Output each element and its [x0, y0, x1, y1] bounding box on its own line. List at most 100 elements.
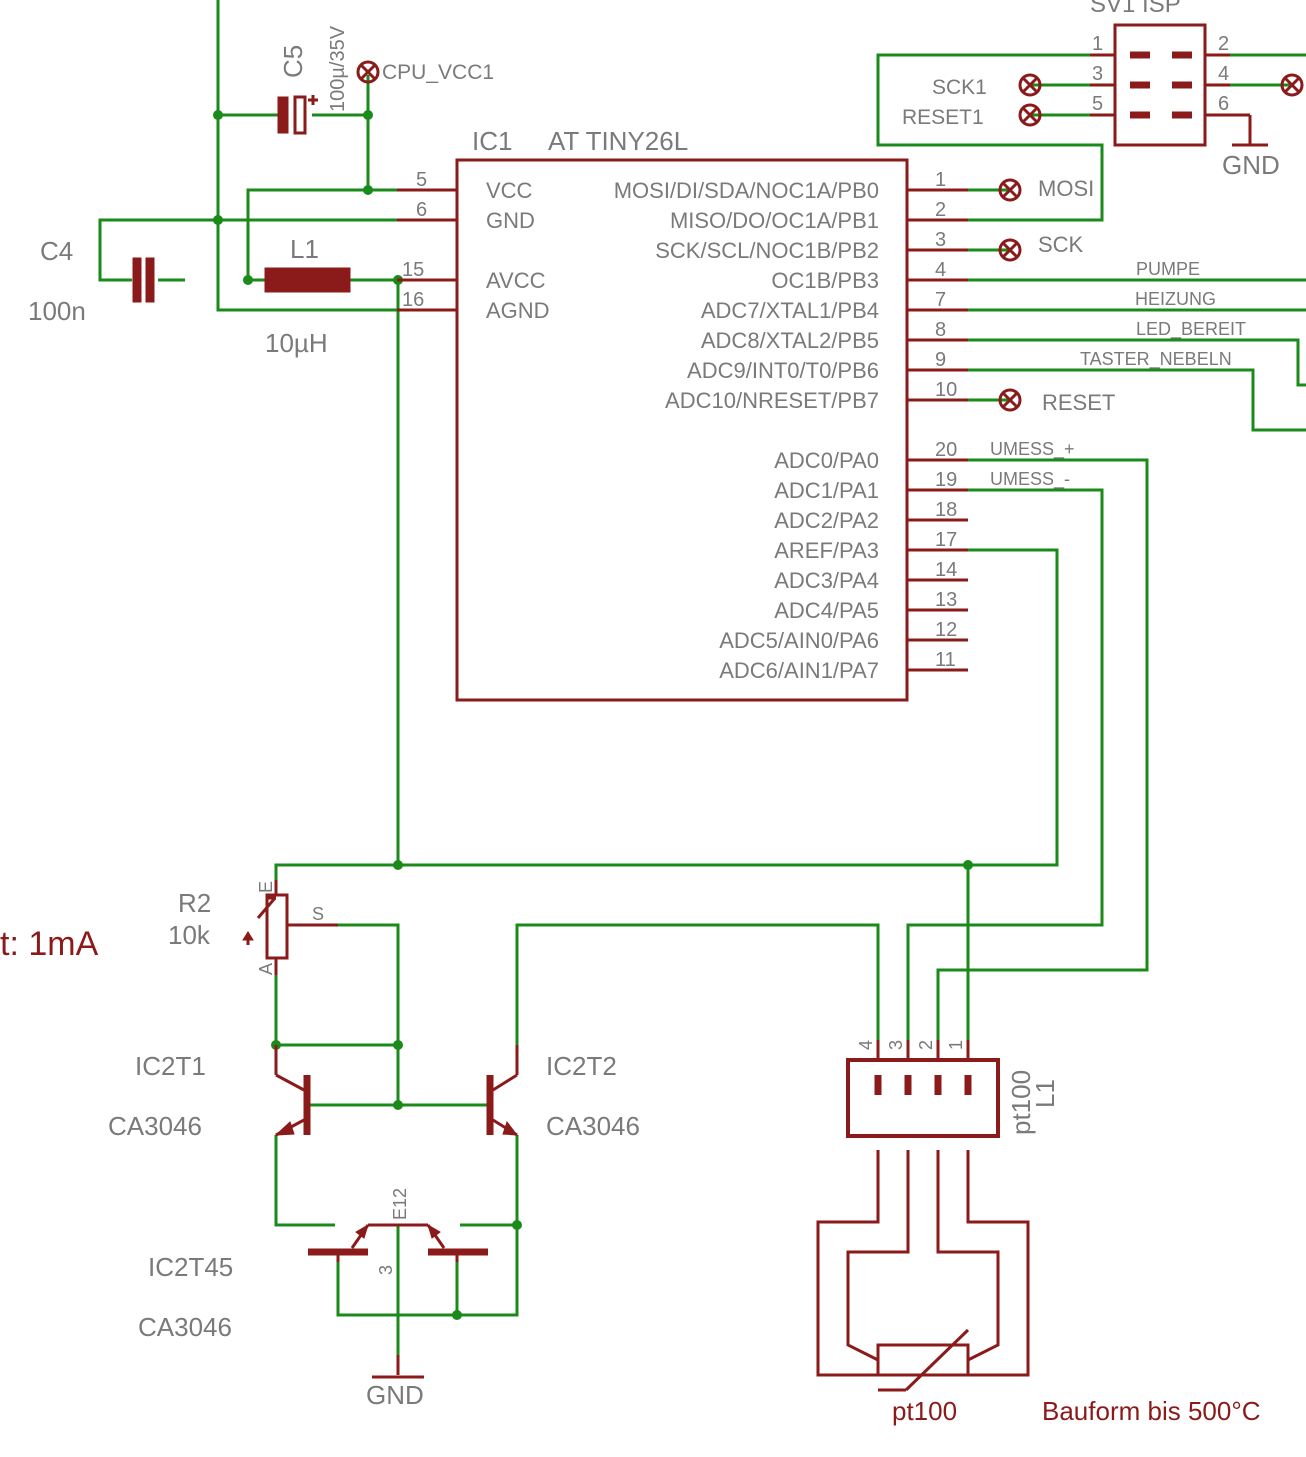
ic1-pin-number: 16: [402, 289, 424, 311]
net-taster-nebeln: TASTER_NEBELN: [1080, 349, 1232, 370]
ic1-pin-label: ADC9/INT0/T0/PB6: [687, 358, 879, 383]
net-heizung: HEIZUNG: [1135, 289, 1216, 309]
c4-name: C4: [40, 236, 73, 266]
ic1-pin-label: ADC5/AIN0/PA6: [719, 628, 879, 653]
isp-pin-3: 3: [1092, 63, 1103, 85]
isp-gnd-label: GND: [1222, 150, 1280, 180]
junctions: [213, 110, 973, 1320]
c5-name: C5: [278, 45, 308, 78]
pt100-conn-value: pt100: [1006, 1070, 1036, 1135]
ic1-pin-number: 20: [935, 439, 957, 461]
t45-pin-3: 3: [376, 1265, 396, 1275]
reset-label: RESET: [1042, 390, 1115, 415]
wires: [98, 0, 1306, 1375]
ic1-pin-label: AVCC: [486, 268, 546, 293]
ic1-pin-number: 3: [935, 229, 946, 251]
testpoint-cross: [1283, 76, 1301, 94]
isp-pin-4: 4: [1218, 63, 1229, 85]
ic1-pin-number: 4: [935, 259, 946, 281]
ic1-pin-number: 13: [935, 589, 957, 611]
isp-header-symbol: [1090, 23, 1268, 147]
ic1-pin-label: ADC10/NRESET/PB7: [665, 388, 879, 413]
gnd-bottom-label: GND: [366, 1380, 424, 1410]
t1-name: IC2T1: [135, 1051, 206, 1081]
ic1-pin-number: 2: [935, 199, 946, 221]
r2-pin-s: S: [312, 904, 324, 924]
ic1-pin-number: 9: [935, 349, 946, 371]
t45-pin-e12: E12: [390, 1188, 410, 1220]
sck-label: SCK: [1038, 232, 1084, 257]
mosi-label: MOSI: [1038, 176, 1094, 201]
pt100-conn-pin-1: 1: [946, 1040, 966, 1050]
c5-value: 100µ/35V: [327, 25, 349, 112]
ic1-pin-label: GND: [486, 208, 535, 233]
ic1-pin-number: 15: [402, 259, 424, 281]
ic1-pin-number: 14: [935, 559, 957, 581]
t1-value: CA3046: [108, 1111, 202, 1141]
net-led-bereit: LED_BEREIT: [1136, 319, 1246, 340]
sck1-label: SCK1: [932, 76, 987, 99]
pt100-connector-symbol: [846, 1040, 1000, 1138]
pt100-conn-pin-3: 3: [886, 1040, 906, 1050]
testpoint-icon: [1018, 103, 1042, 127]
ic1-pin-number: 19: [935, 469, 957, 491]
pt100-sensor-note: Bauform bis 500°C: [1042, 1396, 1261, 1426]
ic1-pin-label: VCC: [486, 178, 533, 203]
ic1-pin-label: ADC7/XTAL1/PB4: [701, 298, 879, 323]
ic1-value: AT TINY26L: [548, 126, 688, 156]
ic1-symbol: [397, 158, 968, 702]
t45-name: IC2T45: [148, 1252, 233, 1282]
pt100-conn-pin-4: 4: [856, 1040, 876, 1050]
r2-name: R2: [178, 888, 211, 918]
ic1-pin-number: 7: [935, 289, 946, 311]
ic1-pin-label: ADC0/PA0: [774, 448, 879, 473]
net-umess-plus: UMESS_+: [990, 439, 1075, 460]
reset1-label: RESET1: [902, 106, 984, 129]
ic1-pin-label: ADC8/XTAL2/PB5: [701, 328, 879, 353]
testpoint-icon: [998, 388, 1022, 412]
testpoint-marks: [998, 73, 1304, 412]
t2-name: IC2T2: [546, 1051, 617, 1081]
r2-pin-e: E: [256, 881, 276, 893]
ic1-pin-label: ADC6/AIN1/PA7: [719, 658, 879, 683]
ic1-pin-label: OC1B/PB3: [771, 268, 879, 293]
ic1-pin-label: SCK/SCL/NOC1B/PB2: [655, 238, 879, 263]
net-umess-minus: UMESS_-: [990, 469, 1070, 490]
t2-value: CA3046: [546, 1111, 640, 1141]
ic1-pin-number: 5: [416, 169, 427, 191]
l1-name: L1: [290, 234, 319, 264]
ic1-pin-label: ADC3/PA4: [774, 568, 879, 593]
ic1-pin-label: AGND: [486, 298, 550, 323]
ic1-left-pin-labels: 5 VCC 6 GND 15 AVCC 16 AGND: [402, 169, 550, 323]
t45-value: CA3046: [138, 1312, 232, 1342]
cpu-vcc1-label: CPU_VCC1: [382, 61, 494, 84]
inductor-l1-symbol: [264, 267, 351, 293]
testpoint-icon: [998, 238, 1022, 262]
l1-value: 10µH: [265, 328, 328, 358]
r2-trimmer-symbol: [242, 880, 338, 975]
ic1-pin-label: MISO/DO/OC1A/PB1: [670, 208, 879, 233]
isp-pin-5: 5: [1092, 93, 1103, 115]
r2-value: 10k: [168, 920, 211, 950]
ic1-pin-label: AREF/PA3: [774, 538, 879, 563]
ic1-pin-number: 1: [935, 169, 946, 191]
testpoint-icon: [1018, 73, 1042, 97]
testpoint-cross: [1021, 106, 1039, 124]
ic1-pin-number: 17: [935, 529, 957, 551]
ic1-pin-number: 6: [416, 199, 427, 221]
pt100-conn-pin-2: 2: [916, 1040, 936, 1050]
isp-pin-1: 1: [1092, 33, 1103, 55]
ic1-name: IC1: [472, 126, 512, 156]
current-note: t: 1mA: [0, 925, 99, 963]
c4-symbol: [132, 257, 155, 303]
transistor-t45-symbol: [308, 1223, 488, 1262]
isp-pin-6: 6: [1218, 93, 1229, 115]
ic1-pin-label: ADC4/PA5: [774, 598, 879, 623]
testpoint-cross: [1001, 391, 1019, 409]
pt100-conn-name: L1: [1030, 1079, 1060, 1108]
ic1-pin-label: MOSI/DI/SDA/NOC1A/PB0: [614, 178, 879, 203]
net-pumpe: PUMPE: [1136, 259, 1200, 279]
c4-value: 100n: [28, 296, 86, 326]
